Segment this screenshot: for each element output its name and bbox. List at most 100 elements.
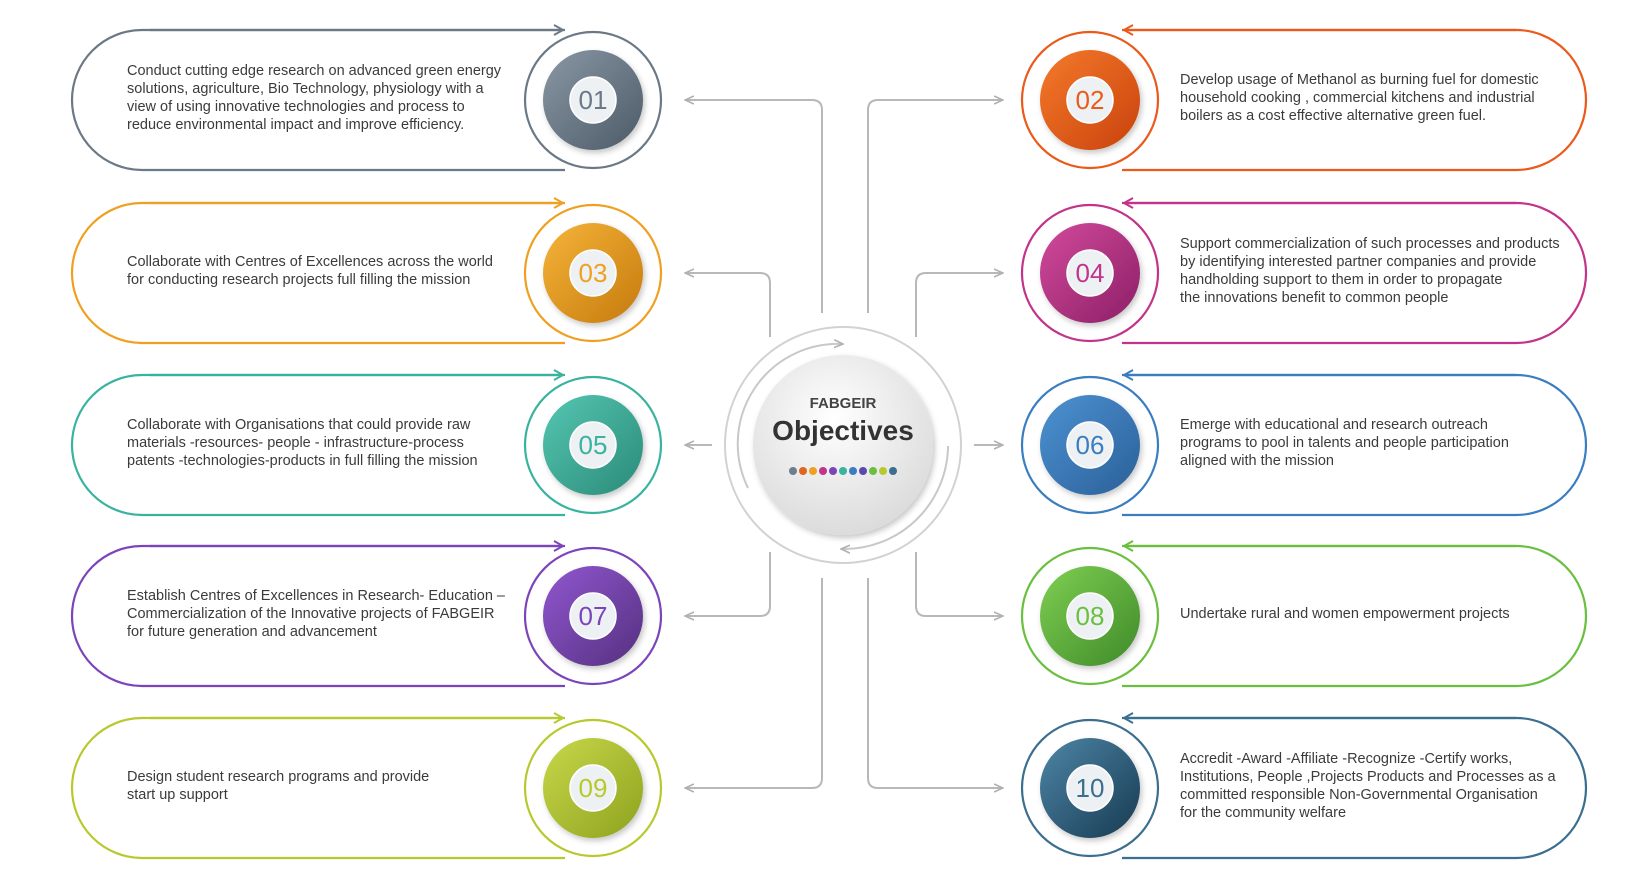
center-subtitle: FABGEIR [810, 395, 877, 412]
center-dot [829, 467, 837, 475]
badge-number: 07 [579, 601, 608, 631]
center-disc [753, 355, 933, 535]
objective-text-line: view of using innovative technologies an… [127, 99, 465, 115]
badge-number: 01 [579, 85, 608, 115]
center-title: Objectives [772, 415, 914, 446]
objective-pill-outline [1122, 201, 1588, 345]
objective-06: 06 [1020, 375, 1588, 517]
objective-text-line: committed responsible Non-Governmental O… [1180, 787, 1538, 803]
center-dot [809, 467, 817, 475]
objectives-layer: 01 02 03 04 05 06 07 08 09 10 [70, 28, 1588, 860]
objective-01: 01 [70, 28, 663, 172]
objective-text-line: Conduct cutting edge research on advance… [127, 63, 502, 79]
objective-10: 10 [1020, 716, 1588, 860]
connector-01 [686, 100, 823, 313]
objective-08: 08 [1020, 544, 1588, 688]
badge-number: 08 [1076, 601, 1105, 631]
objective-text-line: Institutions, People ,Projects Products … [1180, 769, 1556, 785]
objective-text-line: Support commercialization of such proces… [1180, 236, 1560, 252]
center-dot [889, 467, 897, 475]
badge-inner-circle [569, 76, 617, 124]
objective-text-line: the innovations benefit to common people [1180, 290, 1449, 306]
connectors [686, 100, 1002, 788]
badge-inner-circle [1066, 421, 1114, 469]
badge-number: 03 [579, 258, 608, 288]
center-dot [879, 467, 887, 475]
objective-text-line: handholding support to them in order to … [1180, 272, 1503, 288]
badge-number: 10 [1076, 773, 1105, 803]
objective-text-line: Commercialization of the Innovative proj… [127, 606, 495, 622]
objective-text-line: Accredit -Award -Affiliate -Recognize -C… [1180, 751, 1513, 767]
connector-08 [915, 552, 1002, 616]
objective-text-line: start up support [127, 787, 228, 803]
badge-number: 05 [579, 430, 608, 460]
objective-pill-outline [1122, 716, 1588, 860]
objective-07: 07 [70, 544, 663, 688]
objective-text-line: for the community welfare [1180, 805, 1347, 821]
objective-text-line: Undertake rural and women empowerment pr… [1180, 606, 1510, 622]
connector-02 [867, 100, 1002, 313]
objective-text-05: Collaborate with Organisations that coul… [127, 416, 527, 470]
objective-text-line: solutions, agriculture, Bio Technology, … [127, 81, 484, 97]
badge-inner-circle [569, 249, 617, 297]
connector-10 [867, 578, 1002, 788]
objective-text-line: for future generation and advancement [127, 624, 377, 640]
badge-number: 06 [1076, 430, 1105, 460]
objective-text-line: aligned with the mission [1180, 453, 1334, 469]
objective-text-line: Emerge with educational and research out… [1180, 417, 1488, 433]
badge-number: 09 [579, 773, 608, 803]
objective-text-line: reduce environmental impact and improve … [127, 117, 465, 133]
objective-05: 05 [70, 373, 663, 517]
center-dot [859, 467, 867, 475]
objective-text-line: for conducting research projects full fi… [127, 272, 471, 288]
objective-text-07: Establish Centres of Excellences in Rese… [127, 587, 527, 641]
center-rotate-arrow-bottom [842, 445, 949, 549]
objective-pill-outline [70, 544, 565, 688]
objective-text-line: Collaborate with Centres of Excellences … [127, 254, 493, 270]
objective-pill-outline [70, 201, 565, 345]
objective-text-line: boilers as a cost effective alternative … [1180, 108, 1487, 124]
badge-inner-circle [1066, 249, 1114, 297]
badge-inner-circle [569, 421, 617, 469]
badge-inner-circle [1066, 592, 1114, 640]
objective-09: 09 [70, 716, 663, 860]
badge-number: 02 [1076, 85, 1105, 115]
connector-04 [915, 273, 1002, 337]
objective-02: 02 [1020, 28, 1588, 172]
objective-text-line: patents -technologies-products in full f… [127, 453, 478, 469]
objective-text-line: Develop usage of Methanol as burning fue… [1180, 72, 1539, 88]
center-dot [849, 467, 857, 475]
objective-04: 04 [1020, 201, 1588, 345]
connector-07 [686, 552, 771, 616]
objective-text-line: household cooking , commercial kitchens … [1180, 90, 1535, 106]
center-dot [799, 467, 807, 475]
center-dot [839, 467, 847, 475]
center-dot [819, 467, 827, 475]
objective-text-01: Conduct cutting edge research on advance… [127, 62, 527, 134]
objective-text-line: Establish Centres of Excellences in Rese… [127, 588, 505, 604]
objective-pill-outline [70, 373, 565, 517]
objective-pill-outline [70, 28, 565, 172]
center-hub: FABGEIR Objectives [724, 326, 962, 564]
objective-pill-outline [1122, 28, 1588, 172]
center-rotate-arrow-top [736, 344, 842, 489]
objective-pill-outline [1122, 544, 1588, 688]
objective-03: 03 [70, 201, 663, 345]
objective-text-09: Design student research programs and pro… [127, 768, 527, 804]
objective-text-line: by identifying interested partner compan… [1180, 254, 1537, 270]
objective-text-line: materials -resources- people - infrastru… [127, 435, 464, 451]
objective-text-02: Develop usage of Methanol as burning fue… [1180, 71, 1600, 125]
objective-pill-outline [70, 716, 565, 860]
center-dot [869, 467, 877, 475]
center-dot [789, 467, 797, 475]
connector-03 [686, 273, 771, 337]
objective-text-10: Accredit -Award -Affiliate -Recognize -C… [1180, 750, 1600, 822]
objective-text-line: Collaborate with Organisations that coul… [127, 417, 471, 433]
connector-09 [686, 578, 823, 788]
objective-text-06: Emerge with educational and research out… [1180, 416, 1600, 470]
badge-inner-circle [1066, 764, 1114, 812]
objective-text-08: Undertake rural and women empowerment pr… [1180, 605, 1600, 623]
badge-inner-circle [569, 592, 617, 640]
center-dots [789, 467, 897, 475]
